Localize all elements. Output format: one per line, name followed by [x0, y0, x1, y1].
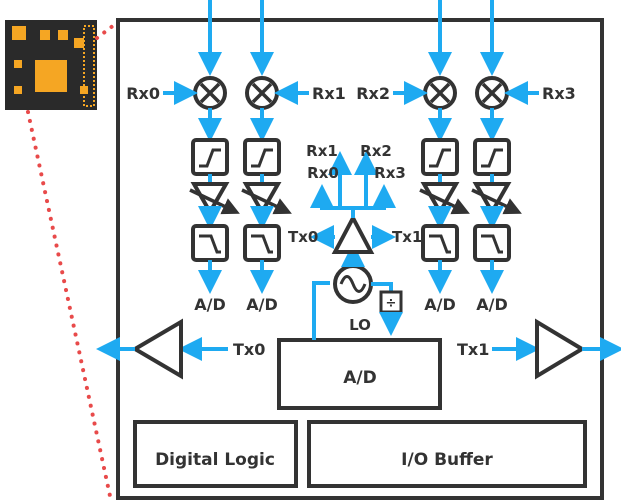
fanout-rx2-label: Rx2: [360, 142, 392, 160]
adc-to-osc-wire: [312, 281, 330, 340]
tx0-amplifier-icon: [131, 318, 183, 380]
lo-fanout: Tx0 Tx1 Rx1 Rx2 Rx0 Rx3: [288, 142, 422, 254]
digital-logic-label: Digital Logic: [155, 450, 275, 470]
svg-text:÷: ÷: [386, 296, 397, 311]
io-buffer-block: I/O Buffer: [307, 420, 587, 488]
mixer-lo-label: Rx3: [542, 84, 576, 103]
adc-label: A/D: [424, 295, 456, 314]
high-pass-filter-icon: [243, 224, 281, 262]
adc-label: A/D: [476, 295, 508, 314]
chip-photo-icon: [5, 20, 97, 110]
high-pass-filter-icon: [473, 224, 511, 262]
tx1-chain: Tx1: [457, 318, 621, 380]
adc-block: A/D: [277, 338, 442, 410]
callout-lines: [26, 20, 120, 498]
digital-logic-block: Digital Logic: [133, 420, 298, 488]
adc-block-label: A/D: [343, 368, 376, 388]
io-buffer-label: I/O Buffer: [401, 450, 493, 470]
tx1-label: Tx1: [457, 340, 489, 359]
high-pass-filter-icon: [421, 224, 459, 262]
mixer-lo-label: Rx2: [356, 84, 390, 103]
lo-amplifier-icon: [331, 213, 375, 254]
adc-label: A/D: [246, 295, 278, 314]
tx0-label: Tx0: [233, 340, 265, 359]
fanout-rx3-label: Rx3: [374, 164, 406, 182]
fanout-rx0-label: Rx0: [307, 164, 339, 182]
fanout-rx1-label: Rx1: [306, 142, 338, 160]
tx1-amplifier-icon: [535, 318, 586, 380]
lo-section: ÷ LO: [312, 243, 403, 340]
lo-label: LO: [349, 316, 371, 334]
mixer-lo-label: Rx1: [312, 84, 346, 103]
mixer-lo-label: Rx0: [126, 84, 160, 103]
fanout-tx0-label: Tx0: [288, 228, 318, 246]
adc-label: A/D: [194, 295, 226, 314]
high-pass-filter-icon: [191, 224, 229, 262]
tx0-chain: Tx0: [96, 318, 265, 380]
fanout-tx1-label: Tx1: [392, 228, 422, 246]
